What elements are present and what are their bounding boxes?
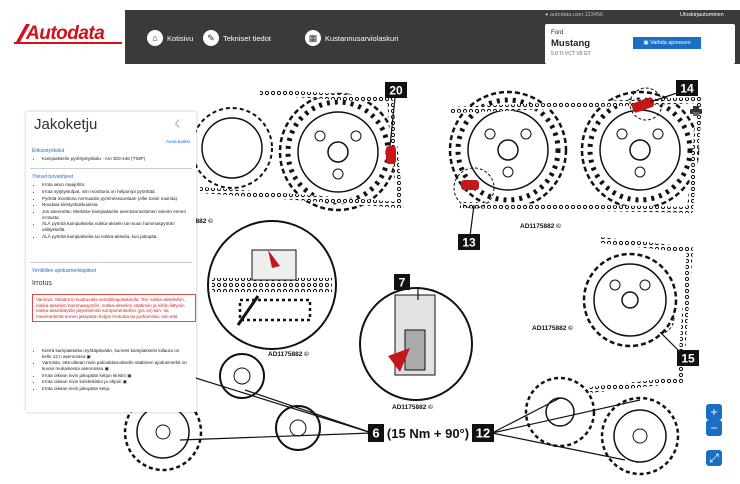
diagram-ref: AD1175882 © — [268, 350, 309, 358]
timing-chain-right — [449, 96, 704, 214]
diagram-ref: AD1175882 © — [532, 324, 573, 332]
nav-technical-label: Tekniset tiedot — [223, 33, 271, 43]
divider — [30, 262, 192, 263]
vehicle-model: Mustang — [551, 38, 591, 49]
diagram-ref: AD1175882 © — [520, 222, 561, 230]
wrench-icon: ✎ — [203, 30, 219, 46]
callout-12: 12 — [472, 424, 494, 442]
list-item: Kierrä kampiakselia myötäpäivään, kunnes… — [42, 348, 190, 359]
list-item: Irrota oikean nivin kiristinkisko ja ohj… — [42, 379, 190, 385]
sprocket-bottom-center-left — [275, 405, 321, 451]
valve-timing-heading[interactable]: Venttiilien ajoitusmerkkipiteet — [32, 268, 97, 274]
timing-link-marker — [631, 97, 655, 113]
svg-text:20: 20 — [389, 84, 403, 98]
car-icon: ▣ — [643, 40, 651, 46]
list-item: Irrota sytytystulpat, niin moottoria on … — [42, 189, 190, 195]
procedure-panel: Jakoketju Avaa kaikki Erikoistyökalut Ka… — [26, 112, 196, 412]
detail-circle — [641, 301, 675, 335]
special-tools-section: Erikoistyökalut Kampiakselin pyöritystyö… — [32, 148, 190, 163]
callout-15: 15 — [677, 350, 699, 366]
list-item: Irrota oikean nivin jakopään ketjun kiri… — [42, 373, 190, 379]
leader-lines — [169, 89, 687, 461]
callout-7: 7 — [394, 274, 410, 290]
special-tools-heading[interactable]: Erikoistyökalut — [32, 148, 65, 154]
zoom-in-button[interactable]: + — [706, 404, 722, 420]
removal-heading: Irrotus — [32, 280, 52, 287]
svg-text:15: 15 — [681, 352, 695, 366]
image-icon[interactable]: ▣ — [104, 365, 109, 371]
image-icon[interactable]: ▣ — [86, 353, 91, 359]
callout-6: 6 — [368, 424, 384, 442]
list-item: ÄLÄ pyöritä kampiakselia nokka-akselin t… — [42, 221, 190, 232]
top-navbar: ● autodata.user.123456 Uloskirjautuminen… — [125, 10, 740, 64]
open-all-link[interactable]: Avaa kaikki — [165, 140, 190, 145]
list-item: Varmista, että oikean nivin pakoakkta-ak… — [42, 360, 190, 371]
tensioner-pulley — [219, 353, 265, 399]
detail-magnifier-left — [207, 220, 337, 350]
change-vehicle-button[interactable]: ▣ Vaihda ajoneuvo — [633, 37, 701, 49]
timing-link-marker — [461, 180, 479, 190]
nav-estimate-calculator[interactable]: ▦ Kustannusarviolaskuri — [305, 30, 398, 46]
timing-link-marker — [386, 146, 396, 164]
camshaft-sprocket-3 — [448, 90, 568, 210]
svg-text:7: 7 — [399, 276, 406, 290]
home-icon: ⌂ — [147, 30, 163, 46]
nav-estimates-label: Kustannusarviolaskuri — [325, 33, 399, 43]
list-item: Irrota oikean nivin jakopään ketju. — [42, 386, 190, 392]
account-name[interactable]: ● autodata.user.123456 — [545, 12, 604, 18]
nav-home-label: Kotisivu — [167, 33, 194, 43]
autodata-logo-icon — [14, 24, 122, 44]
valve-timing-section: Venttiilien ajoitusmerkkipiteet — [32, 268, 190, 276]
warning-box: Varoitus: Moottorit muuttuvalla venttiil… — [32, 294, 196, 323]
list-item: Noudata kiristystiukkuuksia. — [42, 202, 190, 208]
image-icon[interactable]: ▣ — [122, 379, 128, 385]
camshaft-sprocket-2 — [278, 92, 398, 212]
svg-text:6: 6 — [372, 426, 379, 441]
brand-logo-text[interactable]: Autodata — [26, 23, 105, 44]
list-item: Jos asennettu: Merkitse kampiakselin ase… — [42, 209, 190, 220]
timing-chain-diagram: 20 14 13 7 15 6 12 (15 Nm + 90°) AD11758… — [123, 80, 704, 476]
panel-title: Jakoketju — [34, 116, 98, 133]
zoom-out-button[interactable]: − — [706, 420, 722, 436]
list-item: Kampiakselin pyöritystyökalu - nro 303-4… — [42, 156, 190, 162]
camshaft-sprocket-left — [191, 107, 273, 189]
image-icon[interactable]: ▣ — [127, 372, 132, 378]
user-icon: ● — [545, 12, 549, 18]
diagram-ref: AD1175882 © — [392, 403, 433, 411]
svg-text:13: 13 — [462, 236, 476, 250]
header: Autodata ● autodata.user.123456 Uloskirj… — [0, 0, 740, 64]
list-item: Irrota akun maajohto. — [42, 182, 190, 188]
svg-text:12: 12 — [476, 426, 490, 441]
collapse-panel-icon[interactable]: ‹ — [174, 112, 181, 134]
print-icon[interactable] — [690, 106, 702, 116]
vehicle-engine: 5.0 Ti-VCT V8 GT — [551, 51, 591, 57]
calculator-icon: ▦ — [305, 30, 321, 46]
vehicle-make: Ford — [551, 30, 564, 36]
list-item: ÄLÄ pyöritä kampiakselia tai nokka-aksel… — [42, 234, 190, 240]
camshaft-sprocket-4 — [580, 90, 700, 210]
sprocket-lower-right — [582, 252, 678, 348]
detail-magnifier-center — [359, 287, 473, 401]
timing-chain-lower-right — [589, 237, 694, 393]
sprocket-bottom-right — [600, 396, 680, 476]
callout-13: 13 — [458, 234, 480, 250]
callout-20: 20 — [385, 82, 407, 98]
vehicle-selector: Ford Mustang 5.0 Ti-VCT V8 GT ▣ Vaihda a… — [545, 24, 735, 64]
list-item: Pyöritä moottoria normaaliin pyörimissuu… — [42, 196, 190, 202]
callout-14: 14 — [676, 80, 698, 96]
torque-spec: (15 Nm + 90°) — [387, 426, 469, 441]
nav-technical-data[interactable]: ✎ Tekniset tiedot — [203, 30, 271, 46]
nav-home[interactable]: ⌂ Kotisivu — [147, 30, 193, 46]
removal-steps: Kierrä kampiakselia myötäpäivään, kunnes… — [32, 348, 190, 393]
sprocket-bottom-left — [123, 392, 203, 472]
fit-to-screen-button[interactable]: ⤢ — [706, 450, 722, 466]
general-instructions-heading[interactable]: Yleiset turvaohjeet — [32, 174, 74, 180]
general-instructions-section: Yleiset turvaohjeet Irrota akun maajohto… — [32, 174, 190, 241]
divider — [30, 168, 192, 169]
svg-text:14: 14 — [680, 82, 694, 96]
detail-circle — [629, 87, 663, 121]
logout-link[interactable]: Uloskirjautuminen — [680, 12, 724, 18]
